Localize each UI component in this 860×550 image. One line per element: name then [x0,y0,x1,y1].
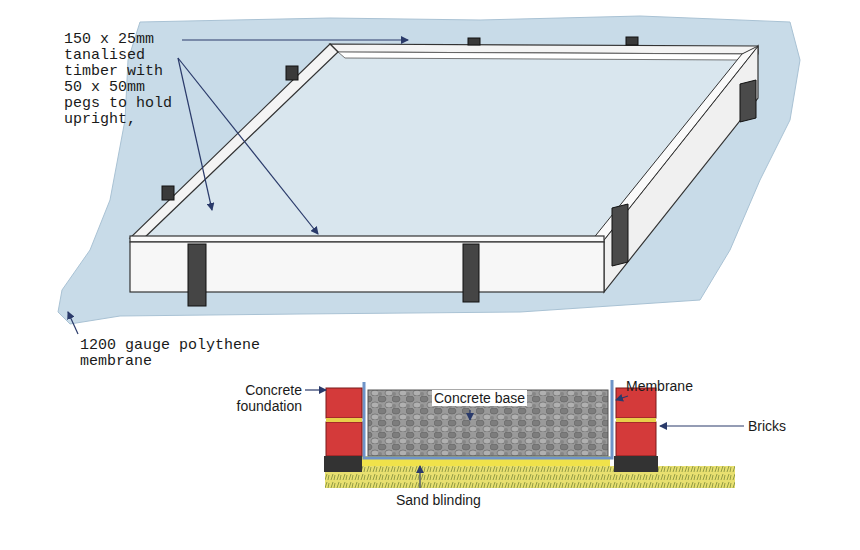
part-label: Sand blinding [396,492,481,508]
right-board [604,46,758,292]
concrete-base [368,390,608,456]
part-label: Membrane [626,378,693,394]
part-label: Bricks [748,418,786,434]
front-board-top [130,236,604,242]
ground [325,466,735,488]
foundation-left [324,456,362,472]
pegs [162,37,756,306]
membrane-sheet [58,16,800,324]
membrane-note: 1200 gauge polythene membrane [80,338,269,370]
bricks-left [326,388,362,456]
timber-note: 150 x 25mm tanalised timber with 50 x 50… [64,32,177,128]
bricks-right [616,388,656,456]
membrane-section [364,380,612,458]
back-board-face [338,52,742,60]
foundation-right [614,456,658,472]
part-label: Concrete foundation [222,382,302,414]
part-label: Concrete base [432,390,527,406]
section-leaders [305,390,744,488]
